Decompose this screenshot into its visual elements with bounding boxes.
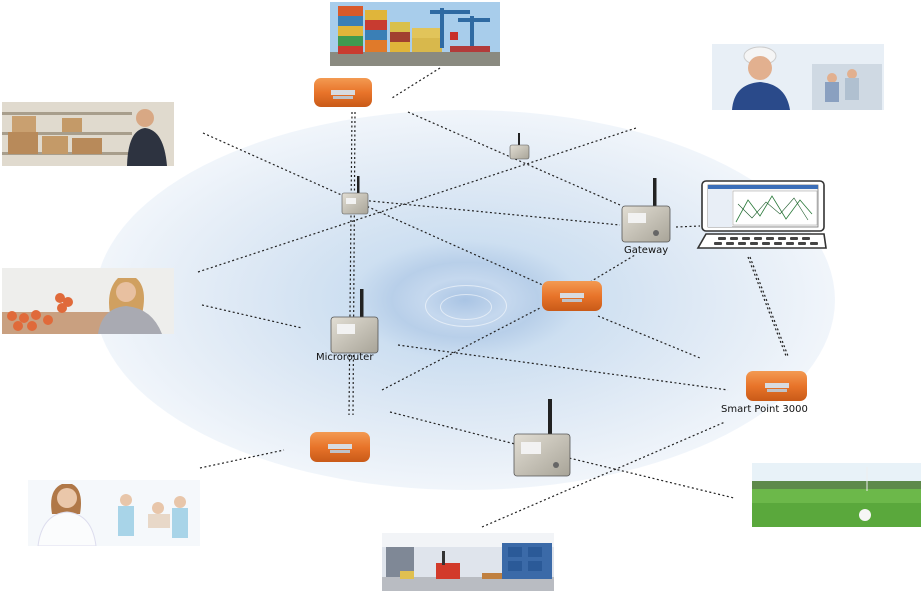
orange-sensor-icon xyxy=(314,78,372,107)
router-antenna-icon xyxy=(513,399,571,477)
gateway-label: Gateway xyxy=(624,245,669,256)
router-antenna-icon xyxy=(330,289,379,354)
center-ring-inner xyxy=(440,294,492,320)
golf-course-photo xyxy=(752,463,921,527)
shipping-port-photo xyxy=(330,2,500,66)
retail-shopper-photo xyxy=(2,268,174,334)
medical-staff-photo xyxy=(28,480,200,546)
microrouter-label: Microrouter xyxy=(316,352,374,363)
orange-sensor-icon xyxy=(542,281,602,311)
center-ring xyxy=(425,285,507,327)
gateway-device-icon xyxy=(621,178,671,243)
warehouse-worker-photo xyxy=(2,102,174,166)
orange-sensor-icon xyxy=(746,371,807,401)
orange-sensor-icon xyxy=(310,432,370,462)
smart-point-label: Smart Point 3000 xyxy=(721,404,808,415)
construction-worker-photo xyxy=(712,44,884,110)
warehouse-forklift-photo xyxy=(382,533,554,591)
router-antenna-icon xyxy=(341,176,369,215)
router-antenna-icon xyxy=(509,133,530,160)
